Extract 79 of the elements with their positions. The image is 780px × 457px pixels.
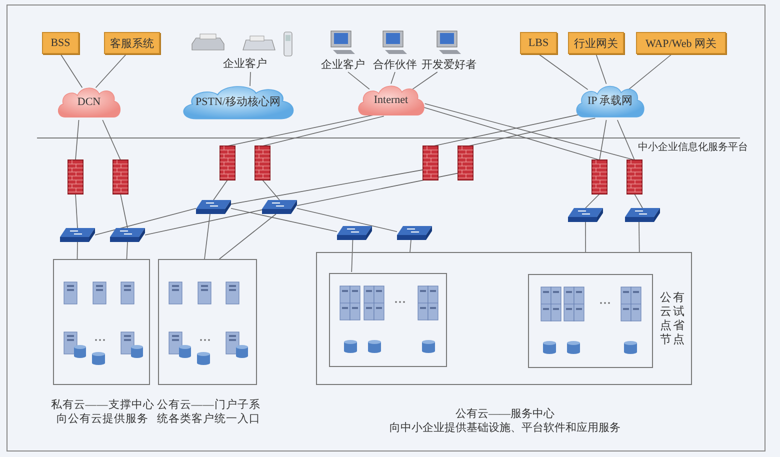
network-label: DCN <box>76 96 102 109</box>
switch-icon <box>196 200 231 214</box>
switch-icon <box>568 208 603 222</box>
box-label: BSS <box>50 37 70 49</box>
network-label: IP 承载网 <box>586 95 634 108</box>
panel-caption: 私有云——支撑中心向公有云提供服务 <box>50 398 155 426</box>
connection-line <box>95 54 127 88</box>
connection-line <box>412 72 438 90</box>
node-note: 公有云试点省节点 <box>659 291 687 347</box>
panel-caption: 公有云——门户子系统各类客户统一入口 <box>156 398 262 426</box>
system-box <box>520 32 557 54</box>
connection-line <box>348 72 370 90</box>
firewall-icon <box>68 160 83 194</box>
connection-line <box>262 180 280 200</box>
connection-line <box>126 242 128 260</box>
connection-line <box>230 208 338 232</box>
connection-line <box>390 72 396 84</box>
firewall-icon <box>220 146 235 180</box>
switch-icon <box>397 226 432 240</box>
panel-caption: 公有云——服务中心 <box>454 408 556 421</box>
firewall-icon <box>255 146 270 180</box>
connection-line <box>596 54 607 84</box>
connection-line <box>296 208 398 232</box>
connection-line <box>296 172 458 206</box>
connection-line <box>230 169 424 205</box>
connection-line <box>617 120 635 160</box>
server-group-panel <box>329 273 447 367</box>
switch-icon <box>110 228 145 242</box>
system-box <box>104 32 160 54</box>
connection-line <box>423 106 600 160</box>
connection-line <box>262 116 384 146</box>
firewall-icon <box>592 160 607 194</box>
connection-line <box>75 120 80 160</box>
connection-line <box>410 240 412 252</box>
network-label: Internet <box>372 94 410 107</box>
box-label: LBS <box>528 37 549 49</box>
platform-label: 中小企业信息化服务平台 <box>638 141 748 154</box>
client-label: 开发爱好者 <box>420 59 478 72</box>
connection-line <box>638 222 640 252</box>
switch-icon <box>60 228 95 242</box>
connection-line <box>120 194 128 228</box>
firewall-icon <box>423 146 438 180</box>
connection-line <box>250 72 251 86</box>
system-box <box>636 32 726 54</box>
connection-line <box>585 194 600 208</box>
client-label: 企业客户 <box>320 59 366 72</box>
box-label: WAP/Web 网关 <box>646 36 716 50</box>
connection-line <box>218 214 276 260</box>
connection-line <box>628 54 672 90</box>
connection-line <box>213 180 228 200</box>
firewall-icon <box>458 146 473 180</box>
client-label: 合作伙伴 <box>372 59 418 72</box>
system-box <box>568 32 624 54</box>
client-label: 企业客户 <box>222 58 268 71</box>
connection-line <box>433 114 581 146</box>
connection-line <box>538 54 588 90</box>
connection-line <box>634 194 643 208</box>
connection-line <box>204 214 210 260</box>
connection-line <box>599 120 607 160</box>
connection-line <box>102 120 121 160</box>
switch-icon <box>337 226 372 240</box>
system-box <box>42 32 79 54</box>
connection-line <box>424 103 635 160</box>
connection-line <box>468 118 596 146</box>
network-label: PSTN/移动核心网 <box>194 96 282 109</box>
box-label: 行业网关 <box>574 36 618 50</box>
connection-line <box>75 194 78 228</box>
switch-icon <box>625 208 660 222</box>
connection-line <box>76 242 78 260</box>
connection-line <box>585 222 586 252</box>
connection-line <box>351 240 354 272</box>
switch-icon <box>262 200 297 214</box>
box-label: 客服系统 <box>110 36 154 50</box>
firewall-icon <box>627 160 642 194</box>
connection-line <box>144 209 262 236</box>
connection-line <box>94 208 196 236</box>
connection-line <box>60 54 83 88</box>
firewall-icon <box>113 160 128 194</box>
panel-caption: 向中小企业提供基础设施、平台软件和应用服务 <box>388 422 622 435</box>
